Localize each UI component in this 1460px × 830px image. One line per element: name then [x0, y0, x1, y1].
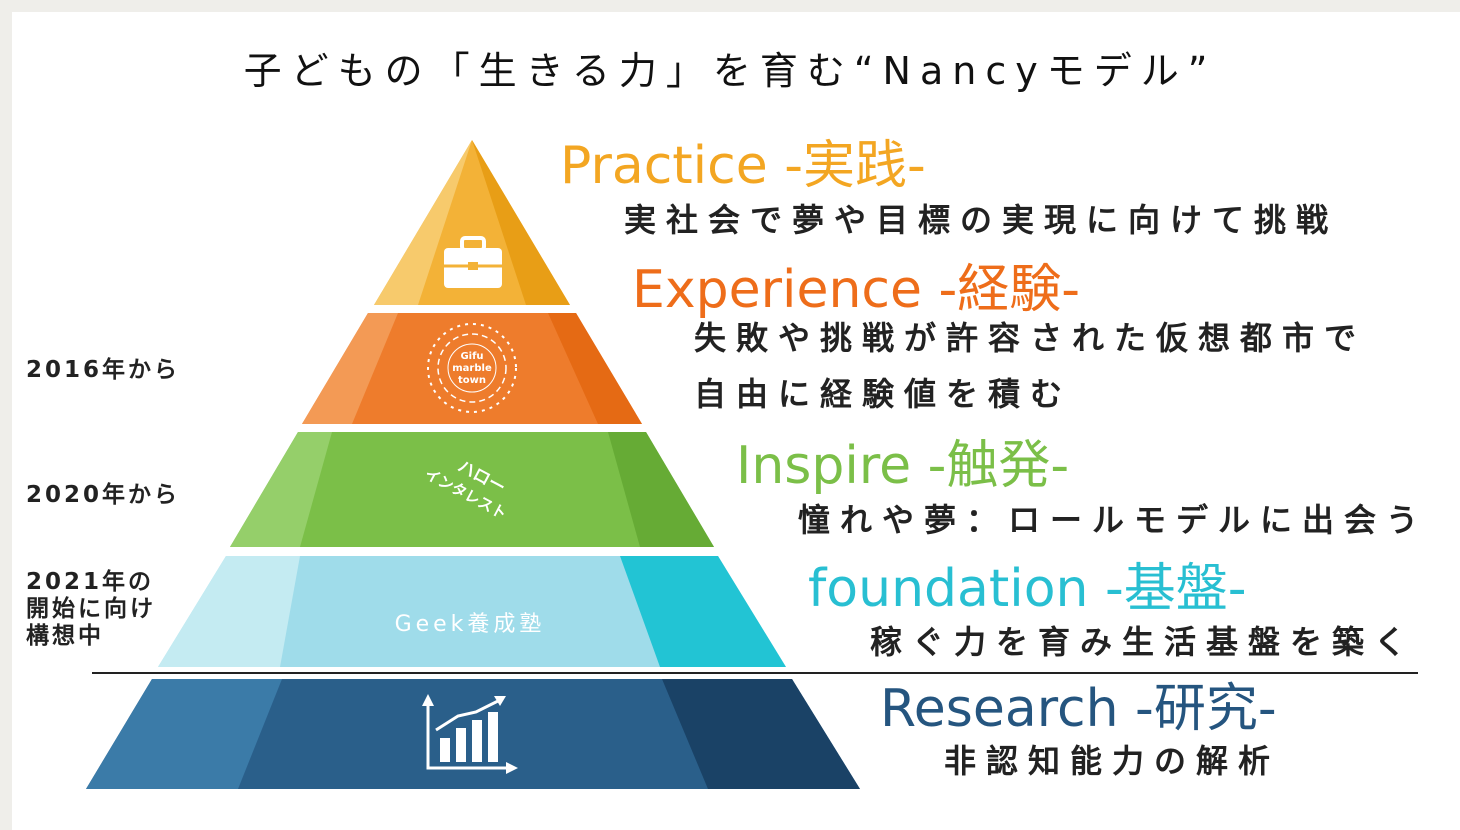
gifu-marble-town-logo: Gifu marble town — [427, 323, 517, 413]
desc-experience-line1: 失敗や挑戦が許容された仮想都市で — [694, 319, 1367, 357]
briefcase-icon — [444, 236, 502, 288]
tier-foundation — [158, 556, 786, 667]
heading-experience: Experience -経験- — [632, 260, 1081, 320]
desc-inspire: 憧れや夢：ロールモデルに出会う — [798, 501, 1429, 539]
tier-inspire — [230, 432, 714, 547]
logo-gifu: Gifu — [460, 351, 483, 362]
heading-research: Research -研究- — [880, 679, 1277, 739]
side-label-2021: 2021年の 開始に向け 構想中 — [26, 569, 156, 650]
heading-inspire: Inspire -触発- — [736, 436, 1070, 496]
desc-experience-line2: 自由に経験値を積む — [694, 375, 1073, 413]
bar-chart-icon — [422, 694, 518, 774]
tier-research — [86, 679, 860, 789]
side-label-2021-line1: 2021年の — [26, 569, 155, 595]
geek-label: Geek養成塾 — [395, 612, 546, 637]
desc-research: 非認知能力の解析 — [944, 742, 1281, 780]
side-label-2021-line3: 構想中 — [26, 623, 104, 649]
heading-foundation: foundation -基盤- — [808, 559, 1247, 619]
tier-practice — [374, 140, 570, 305]
heading-practice: Practice -実践- — [560, 136, 926, 196]
side-label-2020: 2020年から — [26, 482, 181, 508]
desc-practice: 実社会で夢や目標の実現に向けて挑戦 — [624, 201, 1339, 239]
logo-marble: marble — [452, 363, 492, 374]
side-label-2021-line2: 開始に向け — [26, 596, 156, 622]
side-label-2016: 2016年から — [26, 357, 181, 383]
logo-town: town — [458, 375, 486, 386]
page-title: 子どもの「生きる力」を育む“Nancyモデル” — [243, 49, 1217, 93]
desc-foundation: 稼ぐ力を育み生活基盤を築く — [870, 623, 1417, 661]
